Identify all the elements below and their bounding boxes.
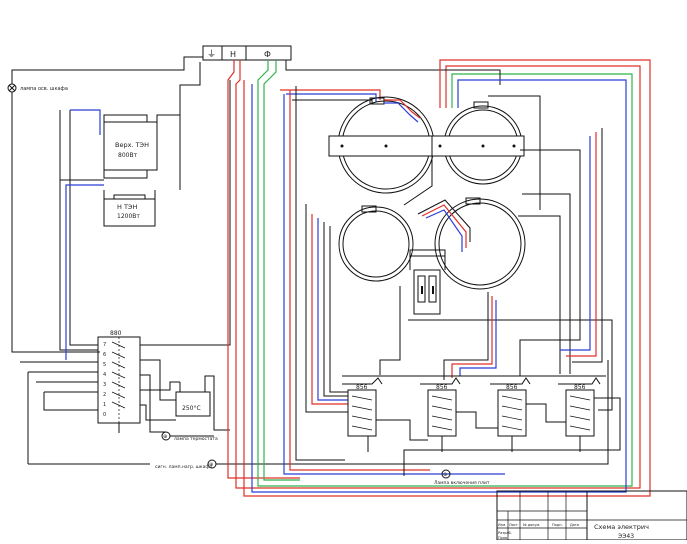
burner-switch-1-label: 856 — [356, 384, 368, 391]
tb-header-doc: № докум. — [523, 523, 540, 527]
bottom-heater: Н ТЭН 1200Вт — [103, 190, 156, 227]
switch-pos-2: 2 — [103, 392, 106, 398]
svg-text:⊕: ⊕ — [163, 434, 167, 440]
switch-pos-0: 0 — [103, 412, 106, 418]
top-heater-power: 800Вт — [118, 152, 138, 159]
burner-switch-4-label: 856 — [574, 384, 586, 391]
tb-header-sign: Подп. — [552, 523, 563, 527]
burner-switch-2-label: 856 — [436, 384, 448, 391]
neutral-terminal-label: Н — [230, 50, 236, 59]
tb-row-dev: Разраб. — [498, 531, 512, 535]
hob-mounting-bar — [328, 135, 525, 157]
switch-pos-6: 6 — [103, 352, 106, 358]
burner-bottom-left — [338, 205, 414, 282]
oven-heat-lamp-label: сигн. ламп.нагр. шкафа — [155, 464, 212, 470]
switch-pos-1: 1 — [103, 402, 106, 408]
oven-light-label: лампа осв. шкафа — [20, 86, 68, 92]
burner-switch-1: 856 — [342, 377, 383, 452]
svg-text:⊕: ⊕ — [209, 462, 213, 468]
burner-switch-4: 856 — [558, 377, 601, 452]
oven-selector-switch: 880 7 6 5 4 3 2 1 0 — [97, 330, 141, 433]
burner-switch-2: 856 — [420, 377, 461, 452]
bottom-heater-name: Н ТЭН — [117, 203, 137, 211]
tb-header-sheet: Лист — [509, 523, 518, 527]
switch-pos-3: 3 — [103, 382, 106, 388]
bottom-heater-power: 1200Вт — [117, 213, 140, 220]
title-block: Изм. Лист № докум. Подп. Дата Разраб. Пр… — [496, 490, 687, 541]
tb-title-line2: ЭЭ43 — [618, 533, 634, 540]
burner-switch-3: 856 — [490, 377, 531, 452]
svg-text:⊕: ⊕ — [443, 472, 447, 478]
tb-row-check: Пров. — [498, 536, 508, 540]
switch-pos-5: 5 — [103, 362, 106, 368]
phase-terminal-label: Ф — [264, 50, 271, 59]
burner-bottom-right — [434, 197, 526, 290]
thermostat: 250°С — [175, 375, 230, 431]
thermostat-label: 250°С — [182, 405, 201, 412]
thermostat-lamp: ⊕ лампа термостата — [161, 431, 218, 442]
hob-lamp-label: Лампа включения плит — [434, 480, 490, 486]
tb-header-rev: Изм. — [498, 523, 506, 527]
hob-relay-block — [409, 249, 446, 315]
tb-title-line1: Схема электрич — [594, 523, 649, 531]
hob-indicator-lamp: ⊕ Лампа включения плит — [434, 469, 490, 486]
top-heater-name: Верх. ТЭН — [115, 141, 149, 149]
oven-switch-label: 880 — [110, 330, 122, 337]
earth-terminal-label: ⏚ — [207, 49, 216, 60]
switch-pos-4: 4 — [103, 372, 106, 378]
oven-heat-lamp: ⊕ сигн. ламп.нагр. шкафа — [28, 360, 609, 470]
switch-pos-7: 7 — [103, 342, 106, 348]
burner-switch-3-label: 856 — [506, 384, 518, 391]
oven-light-lamp: лампа осв. шкафа — [7, 83, 68, 93]
thermostat-lamp-label: лампа термостата — [174, 437, 218, 442]
supply-terminal: ⏚ Н Ф — [202, 45, 292, 61]
tb-header-date: Дата — [570, 523, 579, 527]
top-heater: Верх. ТЭН 800Вт — [103, 114, 181, 190]
